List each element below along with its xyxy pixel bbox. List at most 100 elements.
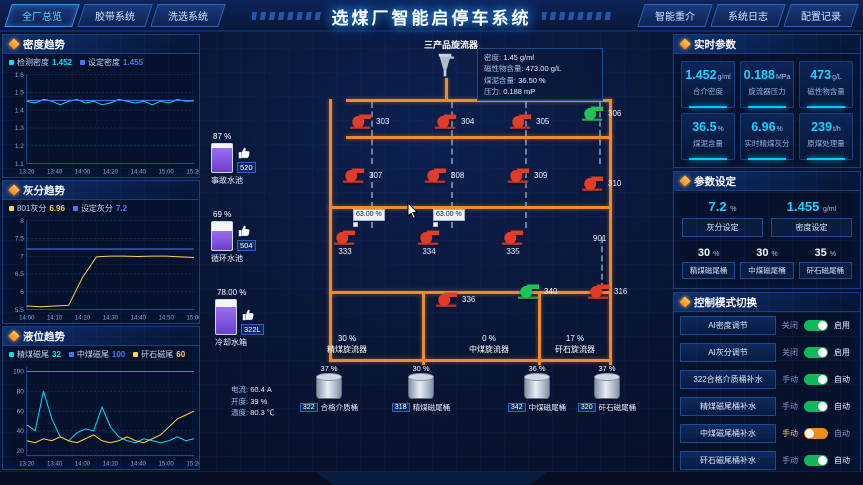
nav-left: 全厂总览 胶带系统 洗选系统 (4, 3, 226, 27)
nav-plant-overview[interactable]: 全厂总览 (4, 3, 80, 27)
pipe-dashed (451, 172, 453, 228)
cyclone-percent: 17 % (565, 334, 585, 343)
toggle-switch[interactable] (804, 455, 828, 466)
pump-icon (424, 168, 447, 183)
panel-icon (679, 38, 691, 50)
pump-icon (333, 230, 356, 245)
toggle-on-text: 自动 (834, 429, 850, 438)
toggle-row-gangue-refill: 矸石磁尾桶补水 手动 自动 (674, 447, 860, 474)
meter-row: 电流: 60.4 A (231, 385, 272, 394)
legend-dot (9, 206, 14, 211)
pump-316[interactable]: 316 (587, 282, 627, 300)
pump-334[interactable]: 334 (417, 228, 441, 256)
middlings-barrel-setpoint[interactable]: 30 %中煤磁尾桶 (740, 247, 794, 279)
tank-icon (211, 221, 233, 251)
cyclone-name: 精煤旋流器 (327, 345, 367, 354)
pump-306[interactable]: 306 (581, 104, 621, 122)
nav-washing-system[interactable]: 洗选系统 (150, 3, 226, 27)
pump-icon (581, 176, 604, 191)
pump-336[interactable]: 336 (435, 290, 475, 308)
tank-icon (215, 299, 237, 335)
pump-303[interactable]: 303 (349, 112, 389, 130)
nav-config-record[interactable]: 配置记录 (783, 3, 859, 27)
pipe-dashed (451, 102, 453, 164)
ash-setpoint[interactable]: 7.2 %灰分设定 (682, 199, 763, 237)
panel-title: 参数设定 (694, 175, 736, 188)
pipe (346, 136, 612, 139)
pump-308[interactable]: 308 (424, 166, 464, 184)
toggle-switch[interactable] (804, 401, 828, 412)
tank-icon (211, 143, 233, 173)
legend-label: 精煤磁尾 (17, 350, 49, 359)
thumbs-up-icon (242, 309, 254, 321)
svg-text:13:20: 13:20 (19, 460, 35, 467)
svg-text:14:40: 14:40 (131, 314, 147, 321)
svg-text:60: 60 (17, 408, 25, 415)
pump-icon (349, 114, 372, 129)
toggle-switch[interactable] (804, 374, 828, 385)
svg-text:1.6: 1.6 (15, 72, 24, 79)
pump-335[interactable]: 335 (501, 228, 525, 256)
mouse-cursor (407, 202, 419, 220)
pump-307[interactable]: 307 (342, 166, 382, 184)
pump-309[interactable]: 309 (507, 166, 547, 184)
pipe (609, 99, 612, 293)
legend-value: 100 (111, 350, 126, 359)
panel-title: 实时参数 (694, 38, 736, 51)
nav-system-log[interactable]: 系统日志 (710, 3, 786, 27)
barrel-name: 矸石磁尾桶 (598, 403, 637, 412)
pump-305[interactable]: 305 (509, 112, 549, 130)
param-card: 36.5%煤泥含量 (681, 113, 735, 160)
toggle-on-text: 自动 (834, 456, 850, 465)
svg-text:14:40: 14:40 (131, 168, 147, 175)
pool-name: 事故水池 (211, 176, 243, 185)
pump-333[interactable]: 333 (333, 228, 357, 256)
legend-label: 设定灰分 (80, 204, 113, 213)
barrel-id: 320 (577, 403, 596, 412)
legend-dot (9, 60, 14, 65)
param-card: 6.96%实时精煤灰分 (740, 113, 794, 160)
toggle-switch[interactable] (804, 347, 828, 358)
svg-text:14:10: 14:10 (47, 314, 63, 321)
pump-label: 308 (451, 170, 465, 180)
toggle-switch[interactable] (804, 320, 828, 331)
toggle-off-text: 手动 (782, 456, 798, 465)
toggle-label: AI灰分调节 (680, 343, 776, 362)
panel-title-bar: 控制模式切换 (674, 293, 860, 312)
pump-340[interactable]: 340 (517, 282, 557, 300)
barrel-icon (594, 373, 620, 399)
nav-smart-medium[interactable]: 智能重介 (637, 3, 713, 27)
pool-name: 冷却水箱 (215, 338, 247, 347)
nav-belt-system[interactable]: 胶带系统 (77, 3, 153, 27)
pipe (329, 99, 332, 361)
nav-label: 胶带系统 (95, 11, 135, 23)
pump-304[interactable]: 304 (434, 112, 474, 130)
pump-icon (435, 292, 458, 307)
pipe-dashed (525, 102, 527, 164)
svg-text:1.1: 1.1 (15, 161, 24, 168)
svg-text:40: 40 (17, 428, 25, 435)
panel-title: 液位趋势 (23, 330, 65, 343)
toggle-switch[interactable] (804, 428, 828, 439)
clean-coal-barrel-setpoint[interactable]: 30 %精煤磁尾桶 (682, 247, 736, 279)
valve-icon (353, 222, 358, 227)
pipe (422, 293, 425, 365)
pump-label: 306 (608, 108, 622, 118)
pump-label: 310 (608, 178, 622, 188)
valve-opening-label: 63.00 % (433, 209, 465, 221)
gangue-barrel-setpoint[interactable]: 35 %矸石磁尾桶 (798, 247, 852, 279)
nav-right: 智能重介 系统日志 配置记录 (637, 3, 859, 27)
toggle-row-322-barrel-refill: 322合格介质桶补水 手动 自动 (674, 366, 860, 393)
pump-310[interactable]: 310 (581, 174, 621, 192)
legend-value: 7.2 (115, 204, 128, 213)
svg-text:1.3: 1.3 (15, 125, 24, 132)
